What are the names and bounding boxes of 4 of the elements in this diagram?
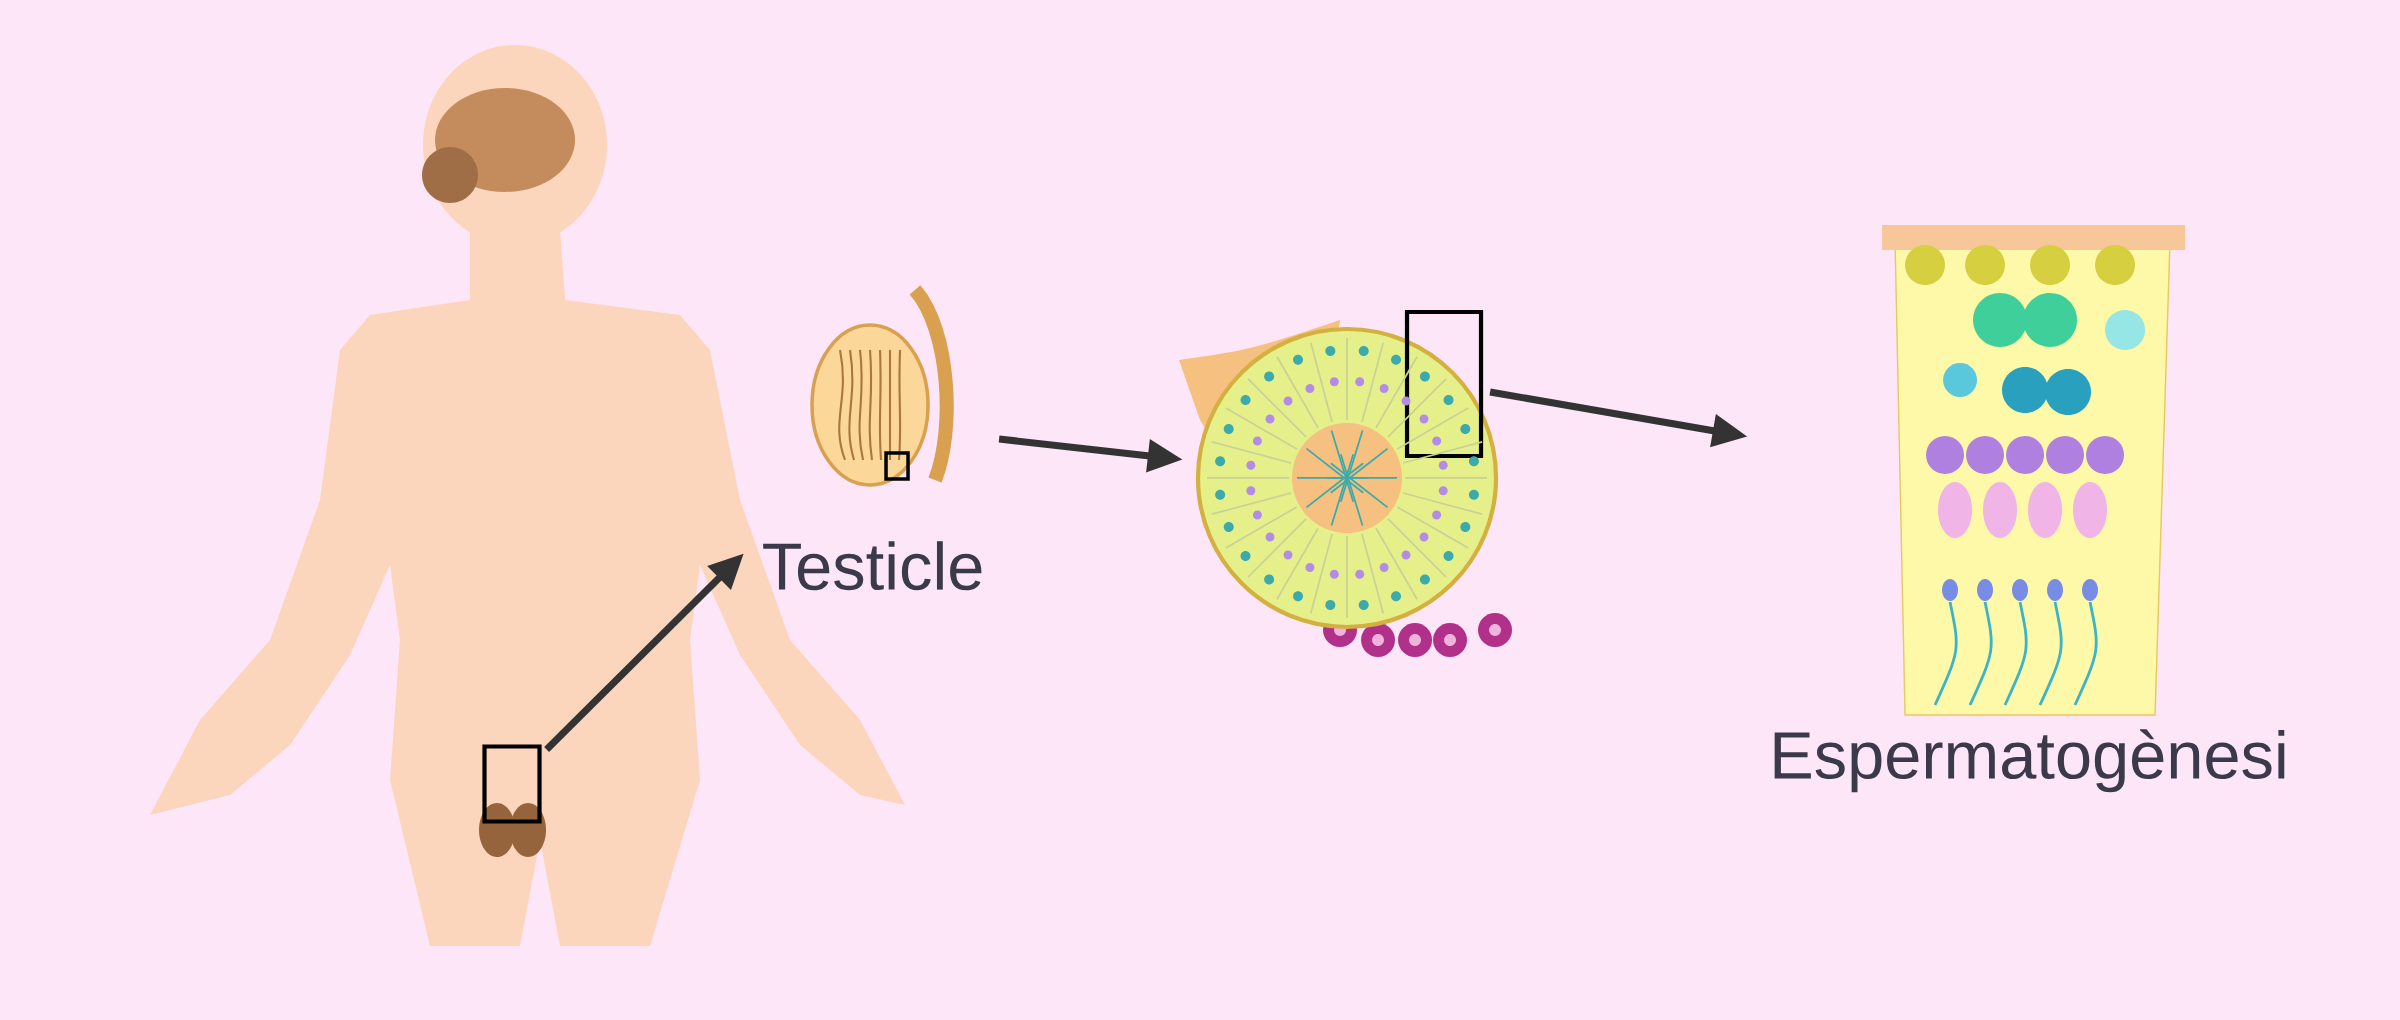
- caption-text: Espermatogènesi: [1774, 729, 2285, 793]
- outline-box: [482, 744, 542, 824]
- outline-box: [1404, 309, 1484, 459]
- caption-text: Testicle: [763, 541, 982, 591]
